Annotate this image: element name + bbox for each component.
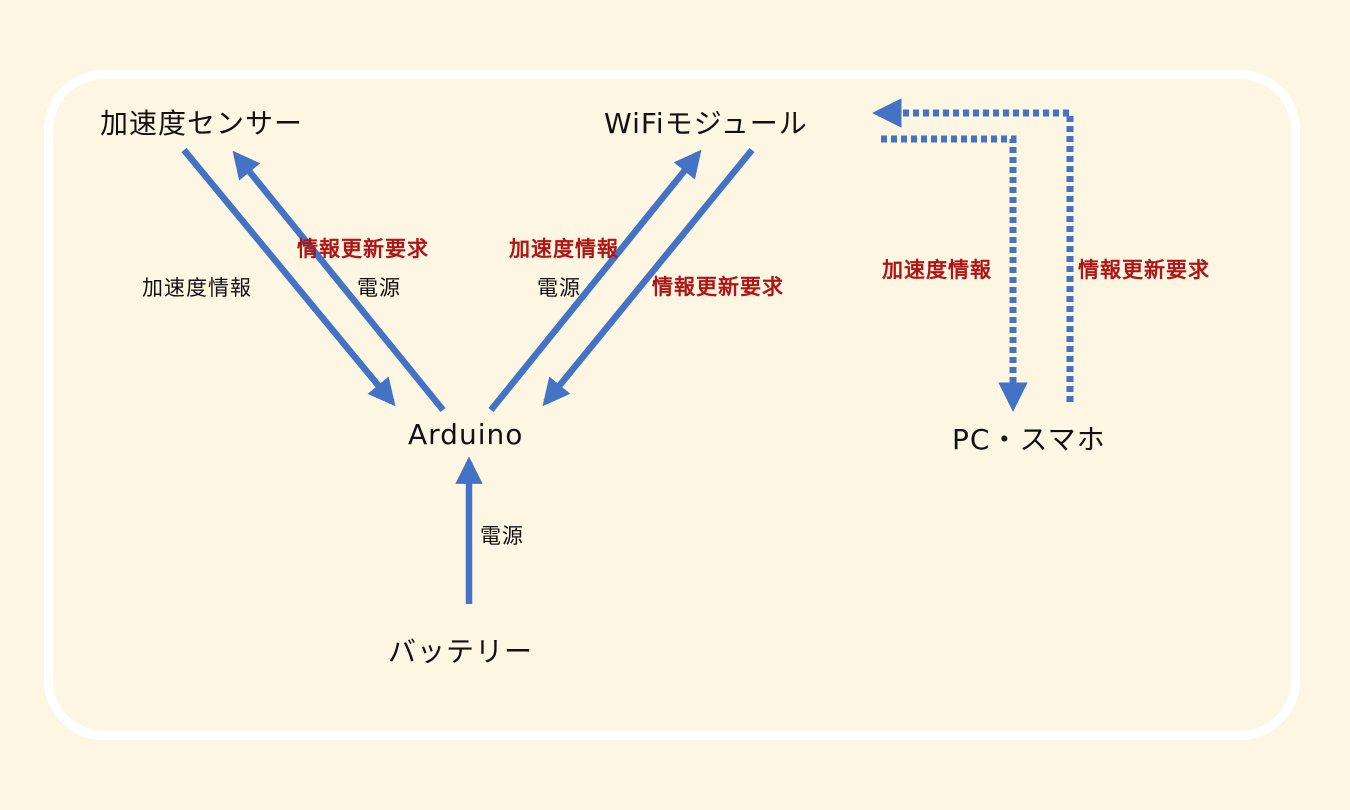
arrow-wifi-to-pc-dotted: [881, 135, 1028, 412]
label-pc-to-wifi-request: 情報更新要求: [1078, 258, 1210, 282]
label-sensor-to-arduino: 加速度情報: [142, 276, 252, 300]
label-arduino-to-wifi-accel: 加速度情報: [509, 237, 619, 261]
arrow-wifi-to-arduino: [542, 147, 755, 407]
label-arduino-to-sensor-power: 電源: [357, 276, 401, 300]
label-arduino-to-sensor-request: 情報更新要求: [297, 237, 429, 261]
diagram-frame: [44, 70, 1300, 740]
label-wifi-to-arduino-request: 情報更新要求: [652, 275, 784, 299]
node-accel-sensor: 加速度センサー: [100, 107, 304, 140]
node-arduino: Arduino: [408, 418, 524, 451]
label-arduino-to-wifi-power: 電源: [537, 276, 581, 300]
node-pc-phone: PC・スマホ: [952, 423, 1106, 456]
node-wifi-module: WiFiモジュール: [604, 107, 808, 140]
arrow-arduino-to-wifi: [488, 149, 702, 413]
arrow-arduino-to-sensor: [232, 150, 446, 413]
label-battery-to-arduino-power: 電源: [480, 524, 524, 548]
label-wifi-to-pc-accel: 加速度情報: [882, 258, 992, 282]
arrow-sensor-to-arduino: [181, 147, 396, 407]
node-battery: バッテリー: [388, 635, 534, 668]
